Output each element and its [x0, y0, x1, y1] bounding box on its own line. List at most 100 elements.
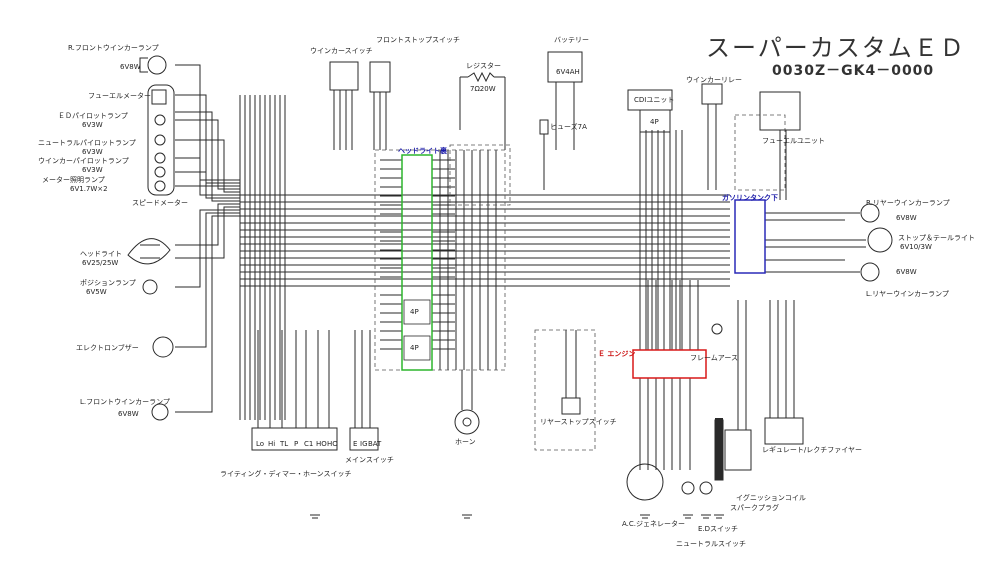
lighting-terminal-ho2: HO [327, 440, 338, 448]
diagram-title: スーパーカスタムＥＤ [706, 34, 966, 62]
ac-generator-body [626, 463, 664, 501]
gas-tank-under-caption: ガソリンタンク下 [722, 194, 778, 202]
r-front-winker-spec: 6V8W [120, 63, 141, 71]
ignition-coil-label: イグニッションコイル [736, 494, 806, 502]
headlight-inner-highlight [401, 154, 433, 371]
lighting-terminal-lo: Lo [256, 440, 265, 448]
electro-buzzer-label: エレクトロンブザー [76, 344, 139, 352]
wire-path [175, 94, 240, 184]
cdi-4p-label: 4P [650, 118, 659, 126]
wire-harness [175, 64, 866, 519]
winker-switch-label: ウインカースイッチ [310, 47, 373, 55]
wire-path [175, 215, 240, 413]
stop-tail-label: ストップ＆テールライト [898, 234, 975, 242]
neutral-pilot-spec: 6V3W [82, 148, 103, 156]
position-lamp-spec: 6V5W [86, 288, 107, 296]
spark-plug-label: スパークプラグ [730, 504, 779, 512]
l-rear-winker-label: L.リヤーウインカーランプ [866, 290, 949, 298]
winker-relay-label: ウインカーリレー [686, 76, 742, 84]
connector-4p-b-label: 4P [410, 344, 419, 352]
wire-path [175, 185, 240, 202]
lighting-terminal-ho1: HO [316, 440, 327, 448]
regulator-body [764, 417, 804, 445]
wire-path [175, 171, 240, 199]
lighting-terminal-hi: Hi [268, 440, 276, 448]
rear-stop-switch-label: リヤーストップスイッチ [540, 418, 617, 426]
l-front-winker-spec: 6V8W [118, 410, 139, 418]
lighting-switch-label: ライティング・ディマー・ホーンスイッチ [220, 470, 352, 478]
neutral-pilot-label: ニュートラルパイロットランプ [38, 139, 136, 147]
component-shapes [127, 51, 893, 501]
ed-pilot-spec: 6V3W [82, 121, 103, 129]
lighting-terminal-c1: C1 [304, 440, 314, 448]
lighting-switch-body [251, 427, 338, 451]
resistor-label: レジスター [466, 62, 501, 70]
winker-switch-body [329, 61, 359, 91]
position-lamp-label: ポジションランプ [80, 279, 136, 287]
ignition-coil-body [724, 429, 752, 471]
front-stop-switch-label: フロントストップスイッチ [376, 36, 460, 44]
main-terminal-bat: BAT [368, 440, 382, 448]
winker-pilot-spec: 6V3W [82, 166, 103, 174]
lighting-terminal-p: P [294, 440, 299, 448]
horn-label: ホーン [455, 438, 476, 446]
wire-path [175, 119, 240, 190]
fuel-unit-body [759, 91, 801, 131]
fuse-label: ヒューズ7A [550, 123, 587, 131]
meter-light-spec: 6V1.7W×2 [70, 185, 108, 193]
winker-relay-body [701, 83, 723, 105]
winker-pilot-label: ウインカーパイロットランプ [38, 157, 129, 165]
headlight-label: ヘッドライト [80, 250, 122, 258]
wire-path [175, 139, 240, 193]
headlight [127, 238, 171, 265]
horn-body [454, 409, 480, 435]
ac-generator-label: A.C.ジェネレーター [622, 520, 686, 528]
battery-body [547, 51, 583, 83]
fuel-meter-label: フューエルメーター [88, 92, 151, 100]
speedometer-housing [147, 84, 175, 196]
speedometer-label: スピードメーター [132, 199, 188, 207]
cdi-unit-label: CDIユニット [634, 96, 675, 104]
l-front-winker-label: L.フロントウインカーランプ [80, 398, 170, 406]
l-rear-winker-spec: 6V8W [896, 268, 917, 276]
connector-blocks [403, 299, 431, 361]
frame-earth-label: フレームアース [690, 354, 739, 362]
r-front-winker-label: R.フロントウインカーランプ [68, 44, 159, 52]
resistor-zigzag [467, 71, 495, 83]
wire-path [175, 212, 240, 348]
meter-light-label: メーター照明ランプ [42, 176, 105, 184]
front-stop-switch-body [369, 61, 391, 93]
stop-tail-spec: 6V10/3W [900, 243, 932, 251]
main-terminal-e: E [353, 440, 358, 448]
regulator-label: レギュレート/レクチファイヤー [762, 446, 863, 454]
resistor-spec: 7Ω20W [470, 85, 496, 93]
main-terminal-ig: IG [360, 440, 368, 448]
wire-path [175, 209, 240, 288]
r-rear-winker-label: R.リヤーウインカーランプ [866, 199, 950, 207]
fuel-meter-box [151, 89, 167, 105]
part-number: 0030Z－GK4－0000 [772, 63, 935, 79]
wire-path [175, 206, 240, 259]
ed-switch-label: E.Dスイッチ [698, 525, 739, 533]
wire-path [175, 64, 240, 181]
r-front-winker-lamp [139, 55, 167, 75]
fuel-unit-label: フューエルユニット [762, 137, 825, 145]
main-switch-label: メインスイッチ [345, 456, 394, 464]
headlight-inner-caption: ヘッドライト裏 [398, 147, 447, 155]
spark-plug-cap [715, 418, 723, 480]
wire-path [175, 203, 240, 246]
r-rear-winker-spec: 6V8W [896, 214, 917, 222]
battery-spec: 6V4AH [556, 68, 580, 76]
neutral-switch-label: ニュートラルスイッチ [676, 540, 746, 548]
headlight-spec: 6V25/25W [82, 259, 119, 267]
engine-highlight [632, 349, 707, 379]
connector-4p-a-label: 4P [410, 308, 419, 316]
ed-pilot-label: ＥＤパイロットランプ [58, 112, 128, 120]
lighting-terminal-tl: TL [280, 440, 289, 448]
wire-path [175, 157, 240, 196]
main-switch-body [349, 427, 379, 451]
battery-label: バッテリー [554, 36, 589, 44]
engine-caption: Ｅ エンジン [598, 350, 636, 358]
gas-tank-under-highlight [734, 199, 766, 274]
